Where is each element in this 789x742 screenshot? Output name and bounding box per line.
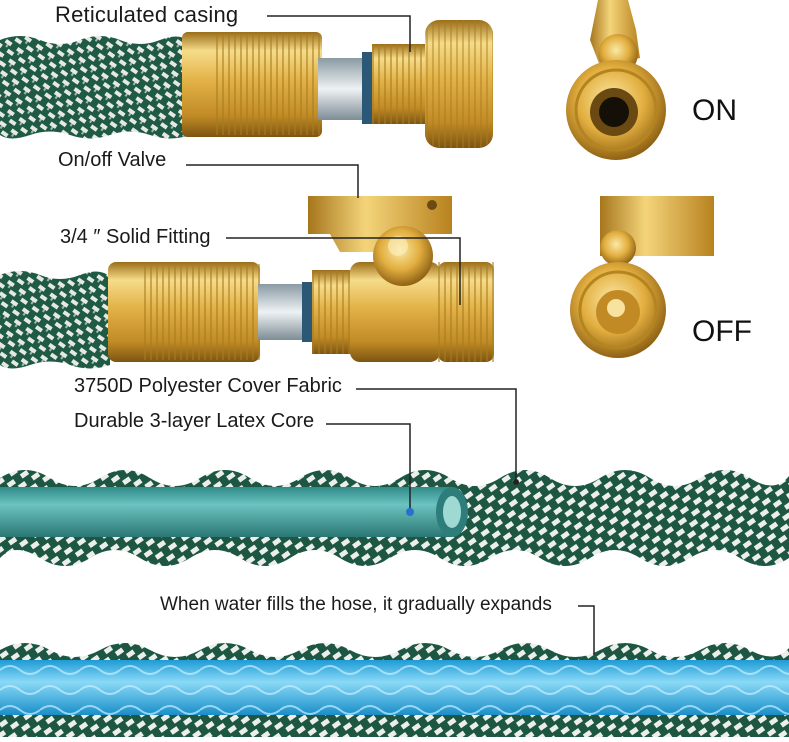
expanded-hose — [0, 643, 789, 737]
label-on-off-valve: On/off Valve — [58, 149, 167, 171]
label-cover-fabric: 3750D Polyester Cover Fabric — [74, 375, 342, 397]
valve-state-off: OFF — [692, 315, 752, 348]
hose-cross-section — [0, 470, 789, 566]
valve-state-on: ON — [692, 94, 737, 127]
valve-off-detail — [570, 196, 714, 358]
valve-hose-assembly — [0, 196, 494, 369]
label-solid-fitting: 3/4 ″ Solid Fitting — [60, 226, 211, 248]
leader-lines — [186, 15, 595, 655]
label-reticulated-casing: Reticulated casing — [55, 2, 239, 27]
valve-on-detail — [566, 0, 666, 160]
top-hose-assembly — [0, 20, 493, 148]
latex-core-tube — [0, 487, 452, 537]
label-latex-core: Durable 3-layer Latex Core — [74, 410, 315, 432]
label-expands: When water fills the hose, it gradually … — [160, 594, 552, 615]
